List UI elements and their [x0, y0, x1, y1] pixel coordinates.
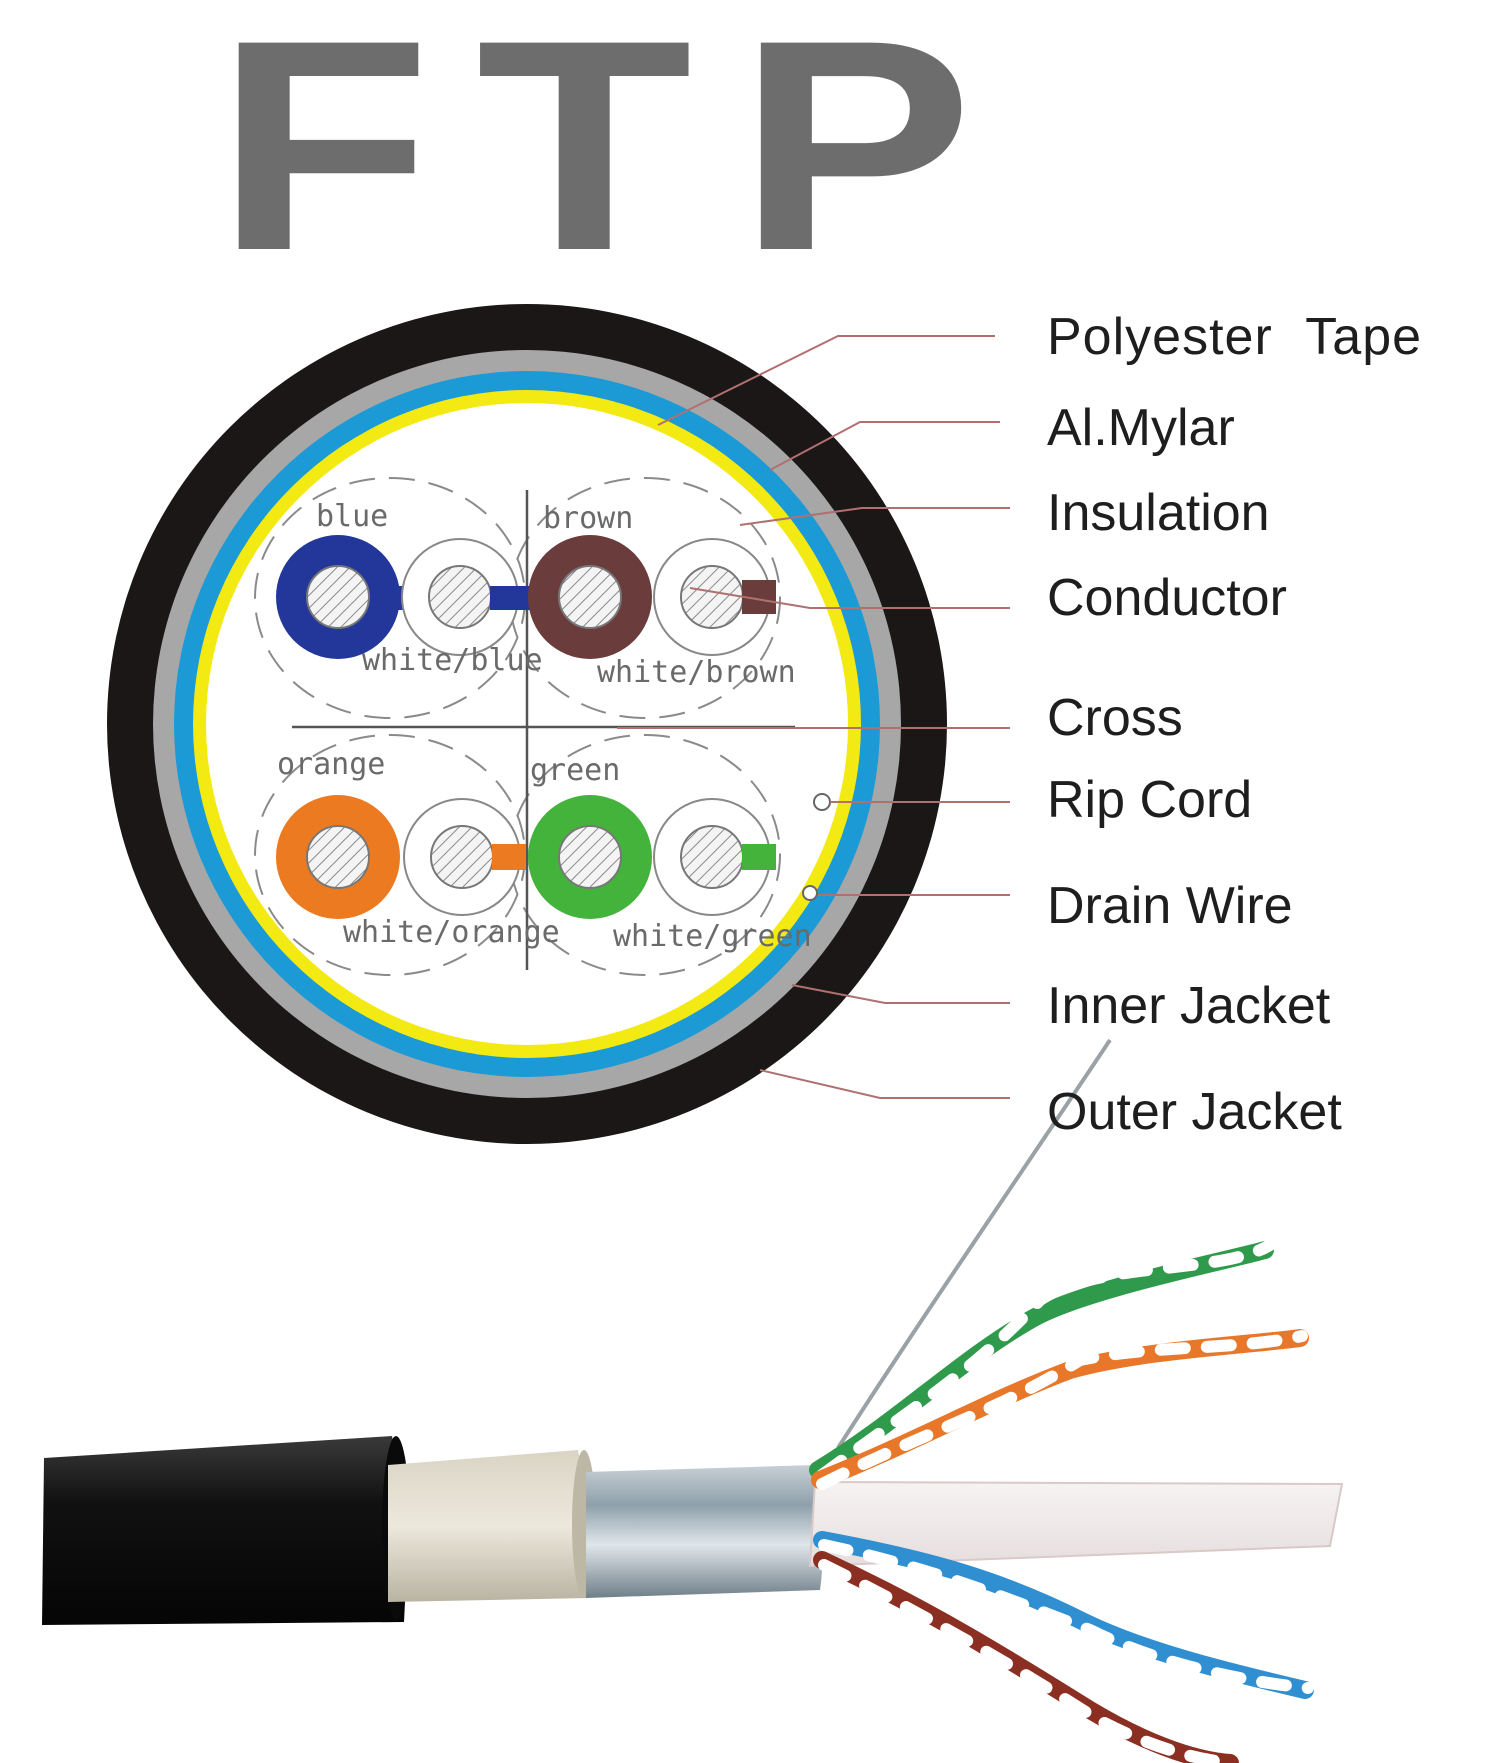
green-pair: [528, 795, 776, 919]
pair-label-white-green: white/green: [613, 919, 812, 954]
drain-wire-strand: [836, 1038, 1112, 1450]
pair-label-orange: orange: [277, 747, 385, 782]
pair-label-white-blue: white/blue: [362, 643, 543, 678]
cable-cross-section: blue white/blue brown white/brown orange…: [107, 304, 947, 1144]
callout-drain-wire: Drain Wire: [1047, 877, 1293, 935]
rip-cord: [813, 793, 831, 811]
callout-inner-jacket: Inner Jacket: [1047, 977, 1331, 1035]
page-title: FTP: [215, 0, 1019, 313]
callout-conductor: Conductor: [1047, 569, 1287, 627]
pair-label-blue: blue: [316, 499, 388, 534]
leader-lines: [617, 335, 1010, 1099]
orange-pair: [276, 795, 526, 919]
callout-polyester-tape: Polyester Tape: [1047, 308, 1423, 366]
photo-foil-shield: [586, 1465, 823, 1598]
drain-wire: [802, 885, 818, 901]
photo-separator-tape: [808, 1480, 1344, 1568]
blue-pair: [276, 535, 530, 659]
pair-label-green: green: [530, 753, 620, 788]
callout-rip-cord: Rip Cord: [1047, 771, 1253, 829]
callout-al-mylar: Al.Mylar: [1047, 399, 1235, 457]
photo-outer-jacket: [42, 1436, 406, 1625]
pair-label-brown: brown: [543, 501, 633, 536]
cable-photo: [42, 1038, 1344, 1763]
callout-outer-jacket: Outer Jacket: [1047, 1083, 1342, 1141]
pair-label-white-orange: white/orange: [343, 915, 560, 950]
callout-insulation: Insulation: [1047, 484, 1270, 542]
pair-label-white-brown: white/brown: [597, 655, 796, 690]
brown-pair: [528, 535, 776, 659]
callout-cross: Cross: [1047, 689, 1183, 747]
photo-inner-jacket: [388, 1450, 590, 1602]
